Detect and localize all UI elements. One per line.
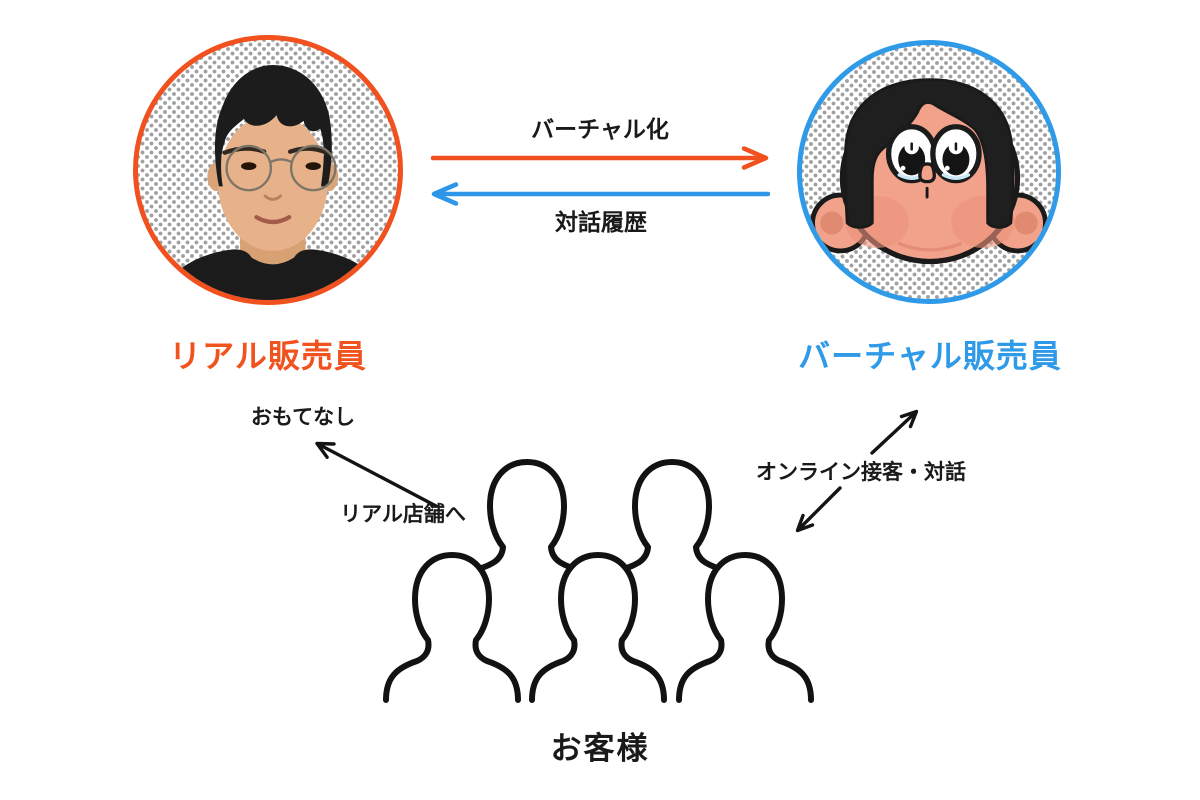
customer-silhouette — [624, 462, 720, 569]
customer-silhouette — [679, 555, 811, 700]
cartoon-face-icon — [810, 78, 1048, 265]
virtualization-arrow — [430, 146, 769, 170]
virtualization-arrow-label: バーチャル化 — [531, 117, 669, 143]
online-service-label: オンライン接客・対話 — [756, 460, 966, 484]
hospitality-label: おもてなし — [250, 405, 356, 429]
to-real-store-label: リアル店舗へ — [340, 502, 466, 526]
virtual-salesperson-avatar — [797, 40, 1061, 304]
customers-group — [370, 450, 820, 710]
online-service-arrow — [795, 409, 919, 533]
customer-silhouette — [479, 462, 575, 569]
customers-label: お客様 — [550, 731, 650, 767]
customer-silhouette — [532, 555, 664, 700]
customer-silhouette — [386, 555, 518, 700]
to-real-store-arrow — [315, 441, 438, 508]
dialogue-history-arrow — [431, 182, 770, 206]
real-person-photo-icon — [161, 65, 385, 300]
virtual-salesperson-label: バーチャル販売員 — [798, 337, 1062, 375]
real-salesperson-label: リアル販売員 — [169, 337, 367, 375]
real-salesperson-avatar — [133, 35, 403, 305]
dialogue-history-arrow-label: 対話履歴 — [555, 210, 647, 236]
